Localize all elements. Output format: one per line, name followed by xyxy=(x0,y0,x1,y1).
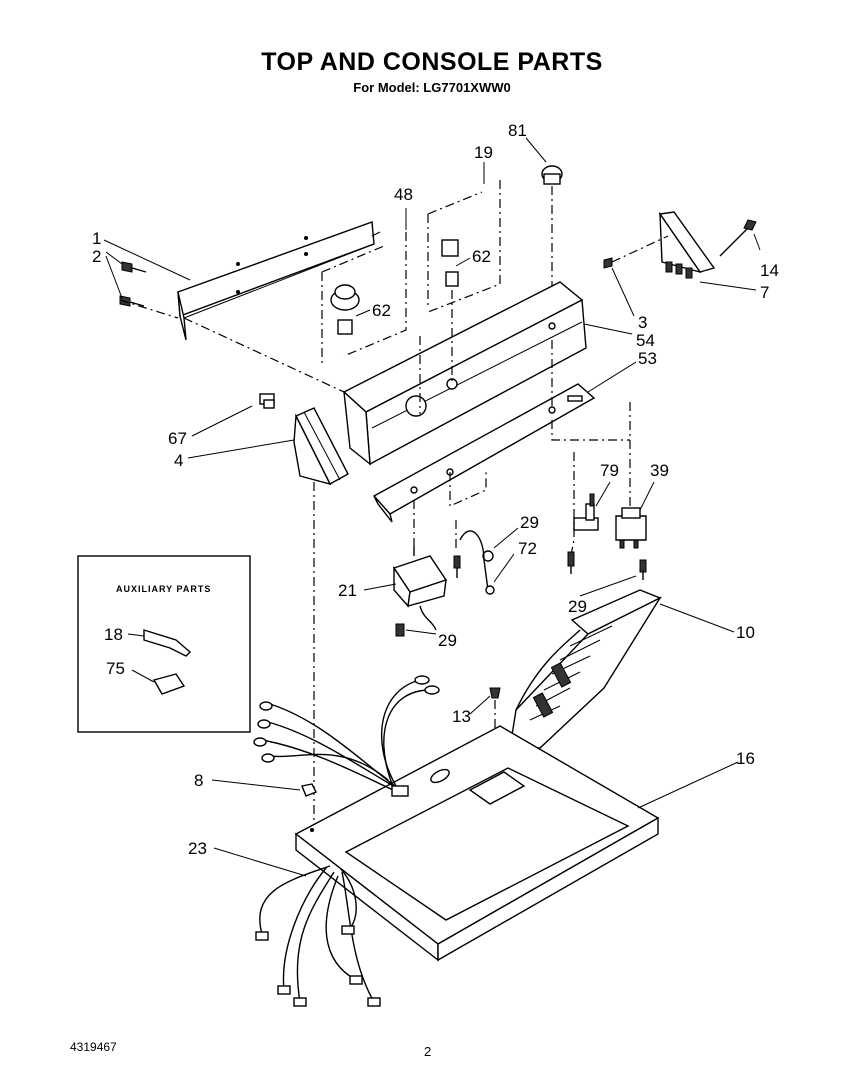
callout-29-right: 29 xyxy=(568,597,587,616)
callout-72: 72 xyxy=(518,539,537,558)
callout-10: 10 xyxy=(736,623,755,642)
back-panel xyxy=(177,221,375,341)
console-part-54 xyxy=(342,281,587,466)
callout-8: 8 xyxy=(194,771,203,790)
callout-39: 39 xyxy=(650,461,669,480)
clip-part-8 xyxy=(301,783,317,797)
callout-62-lower: 62 xyxy=(372,301,391,320)
callout-53: 53 xyxy=(638,349,657,368)
callout-3: 3 xyxy=(638,313,647,332)
callout-18: 18 xyxy=(104,625,123,644)
wire-harness-upper xyxy=(253,675,440,797)
page-number: 2 xyxy=(424,1044,432,1059)
end-bracket-part-7 xyxy=(603,211,757,279)
top-part-16 xyxy=(294,725,660,962)
callout-2: 2 xyxy=(92,247,101,266)
callout-4: 4 xyxy=(174,451,183,470)
screws-part-29-right xyxy=(567,551,647,580)
wire-harness-part-23 xyxy=(255,865,381,1007)
callout-62-upper: 62 xyxy=(472,247,491,266)
callout-7: 7 xyxy=(760,283,769,302)
end-cap-part-4 xyxy=(293,407,349,830)
knob-part-81 xyxy=(541,165,563,326)
callout-23: 23 xyxy=(188,839,207,858)
callout-14: 14 xyxy=(760,261,779,280)
screw-part-2 xyxy=(119,261,147,307)
callout-67: 67 xyxy=(168,429,187,448)
alignment-lines xyxy=(119,231,553,414)
callout-48: 48 xyxy=(394,185,413,204)
model-subtitle: For Model: LG7701XWW0 xyxy=(353,80,511,95)
leader-lines xyxy=(103,137,761,877)
clip-part-67 xyxy=(259,393,275,409)
switch-part-39 xyxy=(551,402,647,549)
auxiliary-parts-title: AUXILIARY PARTS xyxy=(116,584,211,594)
callout-13: 13 xyxy=(452,707,471,726)
callout-75: 75 xyxy=(106,659,125,678)
page-title: TOP AND CONSOLE PARTS xyxy=(261,48,603,76)
callout-81: 81 xyxy=(508,121,527,140)
callout-29-upper: 29 xyxy=(520,513,539,532)
auxiliary-parts-box: AUXILIARY PARTS xyxy=(77,555,251,733)
document-number: 4319467 xyxy=(70,1040,117,1054)
callout-19: 19 xyxy=(474,143,493,162)
callout-labels: 1 2 48 19 81 62 62 14 7 3 54 53 67 4 79 … xyxy=(92,121,779,858)
callout-54: 54 xyxy=(636,331,655,350)
wire-part-72 xyxy=(449,472,495,595)
callout-79: 79 xyxy=(600,461,619,480)
timer-part-21 xyxy=(392,500,448,637)
callout-1: 1 xyxy=(92,229,101,248)
dashed-box-19 xyxy=(427,180,501,313)
control-panel-part-10 xyxy=(509,589,662,749)
switch-part-79 xyxy=(569,452,599,561)
callout-16: 16 xyxy=(736,749,755,768)
callout-21: 21 xyxy=(338,581,357,600)
dashed-box-48 xyxy=(321,232,407,364)
callout-29-lower: 29 xyxy=(438,631,457,650)
